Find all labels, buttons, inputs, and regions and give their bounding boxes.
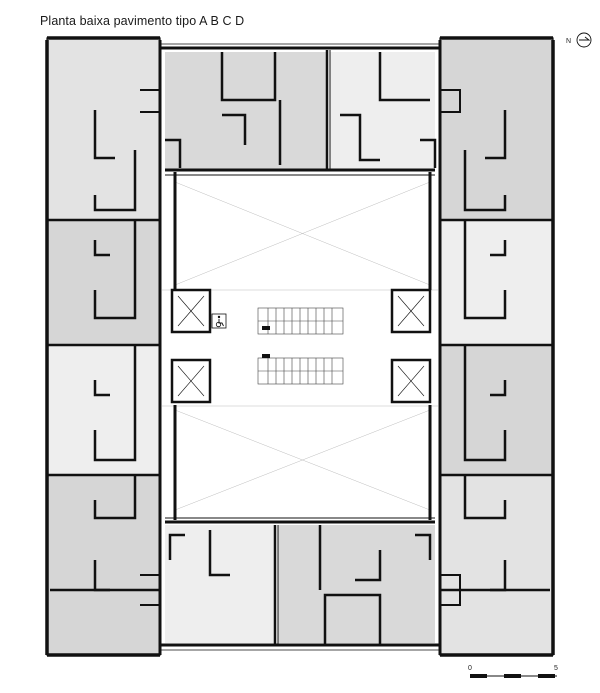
unit-top-right xyxy=(330,52,435,170)
stairs xyxy=(257,307,344,385)
unit-right-bottom xyxy=(440,475,553,655)
unit-left-lower-mid xyxy=(47,345,160,475)
right-unit-walls xyxy=(440,89,553,606)
scale-start: 0 xyxy=(468,665,472,672)
left-unit-walls xyxy=(47,89,161,606)
unit-right-upper-mid xyxy=(440,220,553,345)
stair-landing-marks xyxy=(262,326,270,358)
elevator-right-lower xyxy=(390,358,432,404)
unit-left-top xyxy=(47,40,160,220)
scale-end: 5 xyxy=(554,665,558,672)
unit-left-bottom xyxy=(47,475,160,655)
unit-left-upper-mid xyxy=(47,220,160,345)
elevator-left-upper xyxy=(170,288,212,334)
elevator-right-upper xyxy=(390,288,432,334)
corridor-walls xyxy=(158,40,442,655)
scale-bar: 0 5 xyxy=(468,665,558,678)
unit-right-lower-mid xyxy=(440,345,553,475)
elevator-left-lower xyxy=(170,358,212,404)
room-fills xyxy=(47,40,553,655)
unit-bottom-left xyxy=(165,525,275,643)
elevator-cores xyxy=(170,288,432,404)
courtyard-lines xyxy=(162,181,438,511)
unit-right-top xyxy=(440,40,553,220)
top-block-walls xyxy=(165,50,437,170)
wheelchair-icon xyxy=(211,313,227,329)
unit-bottom-right xyxy=(278,525,435,643)
north-arrow-icon: N xyxy=(566,32,592,48)
bottom-block-walls xyxy=(168,525,432,645)
north-label: N xyxy=(566,38,571,45)
unit-top-left xyxy=(165,52,327,170)
drawing-title: Planta baixa pavimento tipo A B C D xyxy=(40,14,245,28)
